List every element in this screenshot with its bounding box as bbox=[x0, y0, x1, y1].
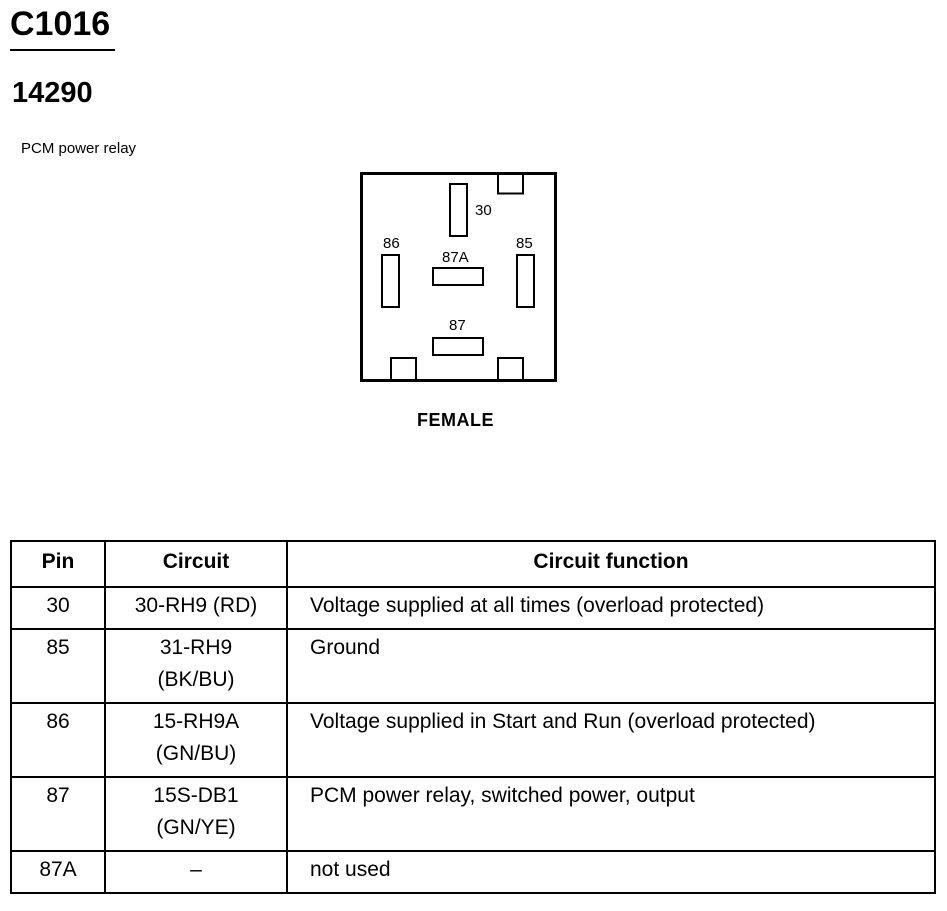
circuit-color: (GN/YE) bbox=[156, 816, 236, 839]
circuit-code: 15S-DB1 bbox=[153, 784, 239, 807]
cell-pin: 87A bbox=[10, 850, 106, 894]
table-header-row: Pin Circuit Circuit function bbox=[10, 540, 936, 588]
cell-pin: 87 bbox=[10, 776, 106, 852]
connector-id: C1016 bbox=[10, 5, 111, 43]
pin-label-85: 85 bbox=[516, 235, 533, 252]
table-row: 30 30-RH9 (RD) Voltage supplied at all t… bbox=[10, 586, 936, 630]
pin-label-87: 87 bbox=[449, 317, 466, 334]
table-row: 87 15S-DB1 (GN/YE) PCM power relay, swit… bbox=[10, 776, 936, 852]
cell-pin: 86 bbox=[10, 702, 106, 778]
pin-label-86: 86 bbox=[383, 235, 400, 252]
circuit-code: 15-RH9A bbox=[152, 710, 240, 733]
terminal-87a bbox=[432, 267, 484, 286]
header-pin: Pin bbox=[10, 540, 106, 588]
pin-label-30: 30 bbox=[475, 202, 492, 219]
cell-circuit: 15-RH9A (GN/BU) bbox=[104, 702, 288, 778]
cell-pin: 30 bbox=[10, 586, 106, 630]
connector-id-underline bbox=[10, 49, 115, 51]
cell-circuit: 31-RH9 (BK/BU) bbox=[104, 628, 288, 704]
cell-function: Voltage supplied in Start and Run (overl… bbox=[286, 702, 936, 778]
circuit-color: (BK/BU) bbox=[157, 668, 235, 691]
part-number: 14290 bbox=[12, 77, 93, 109]
terminal-30 bbox=[449, 183, 468, 237]
cell-circuit: – bbox=[104, 850, 288, 894]
terminal-85 bbox=[516, 254, 535, 308]
pin-label-87a: 87A bbox=[442, 249, 469, 266]
keying-notch-bottom-right bbox=[497, 357, 524, 382]
connector-housing bbox=[360, 172, 557, 382]
circuit-code: 31-RH9 bbox=[159, 636, 233, 659]
cell-function: Ground bbox=[286, 628, 936, 704]
table-row: 85 31-RH9 (BK/BU) Ground bbox=[10, 628, 936, 704]
cell-pin: 85 bbox=[10, 628, 106, 704]
connector-description: PCM power relay bbox=[21, 140, 137, 157]
connector-face-diagram: 30 86 85 87A 87 bbox=[360, 172, 557, 382]
gender-label: FEMALE bbox=[417, 410, 494, 430]
circuit-code: 30-RH9 (RD) bbox=[134, 594, 258, 617]
circuit-code: – bbox=[190, 858, 202, 881]
keying-notch-top bbox=[497, 172, 524, 195]
table-row: 87A – not used bbox=[10, 850, 936, 894]
terminal-86 bbox=[381, 254, 400, 308]
keying-notch-bottom-left bbox=[390, 357, 417, 382]
cell-circuit: 15S-DB1 (GN/YE) bbox=[104, 776, 288, 852]
cell-function: PCM power relay, switched power, output bbox=[286, 776, 936, 852]
pinout-table: Pin Circuit Circuit function 30 30-RH9 (… bbox=[10, 540, 936, 894]
cell-circuit: 30-RH9 (RD) bbox=[104, 586, 288, 630]
circuit-color: (GN/BU) bbox=[155, 742, 237, 765]
header-circuit: Circuit bbox=[104, 540, 288, 588]
table-row: 86 15-RH9A (GN/BU) Voltage supplied in S… bbox=[10, 702, 936, 778]
header-function: Circuit function bbox=[286, 540, 936, 588]
cell-function: Voltage supplied at all times (overload … bbox=[286, 586, 936, 630]
terminal-87 bbox=[432, 337, 484, 356]
cell-function: not used bbox=[286, 850, 936, 894]
